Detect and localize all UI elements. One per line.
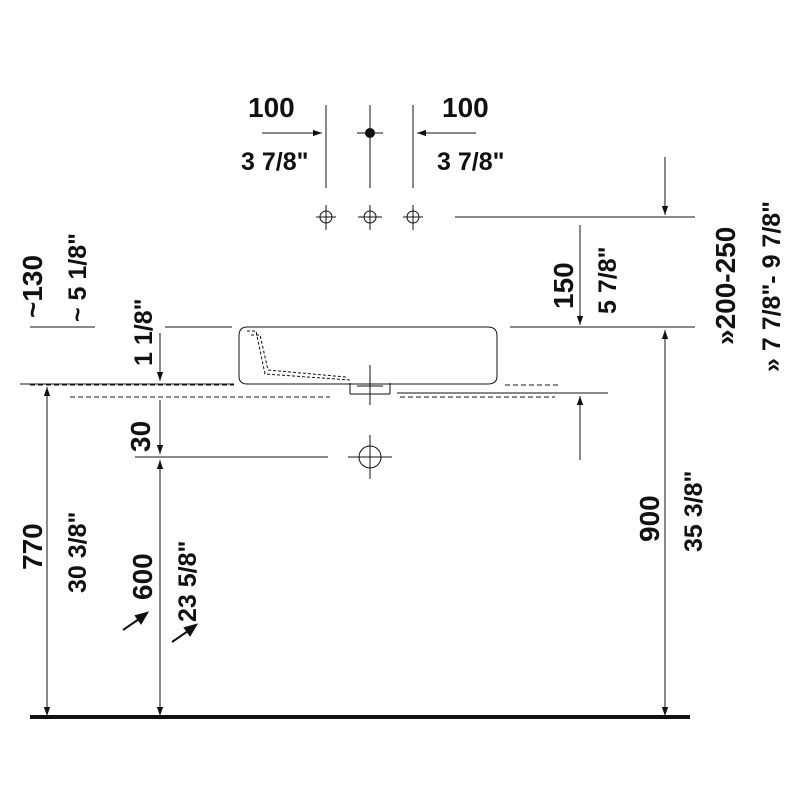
- tap-height-mm: 150: [548, 262, 579, 309]
- floor-600-in: 23 5/8": [174, 541, 202, 622]
- rim-in: 1 1/8": [130, 299, 158, 366]
- floor-900-mm: 900: [634, 495, 665, 542]
- tap-height-in: 5 7/8": [594, 247, 622, 314]
- floor-770-mm: 770: [17, 523, 48, 570]
- tap-range-mm: »200-250: [710, 227, 741, 345]
- floor-770-in: 30 3/8": [64, 512, 92, 593]
- basin-side-view: [20, 326, 695, 405]
- floor-line: [30, 715, 690, 719]
- dimension-lines: [43, 225, 669, 716]
- tap-left-mm: 100: [248, 92, 295, 123]
- tap-left-in: 3 7/8": [241, 148, 308, 176]
- tap-right-mm: 100: [442, 92, 489, 123]
- floor-600-mm: 600: [127, 553, 158, 600]
- floor-direction-arrows: [122, 611, 199, 643]
- floor-900-in: 35 3/8": [680, 471, 708, 552]
- tap-right-in: 3 7/8": [437, 148, 504, 176]
- drain-trap: [135, 435, 392, 479]
- tap-range-in: » 7 7/8"- 9 7/8": [758, 201, 786, 372]
- drain-offset-mm: 30: [125, 421, 156, 452]
- overflow-in: ~ 5 1/8": [64, 233, 92, 322]
- overflow-mm: ~130: [17, 255, 48, 318]
- tap-holes-top: [262, 105, 695, 230]
